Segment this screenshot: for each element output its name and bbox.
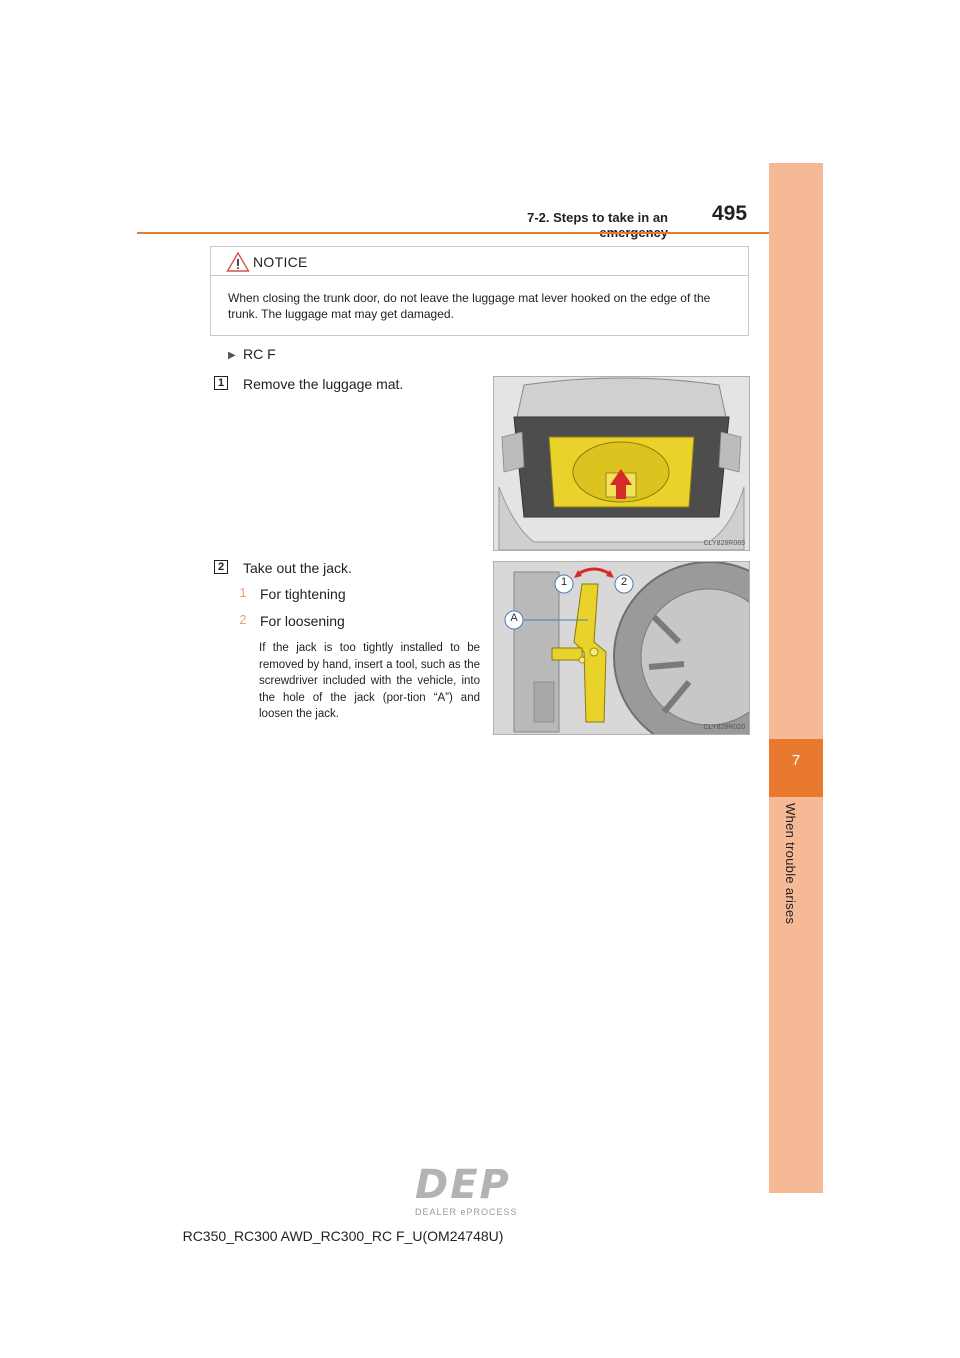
figure-code: CLY828R020 — [703, 724, 745, 731]
list-item: For tightening — [260, 586, 346, 602]
chapter-number: 7 — [791, 752, 801, 769]
step-text: Remove the luggage mat. — [243, 376, 404, 392]
notice-text: When closing the trunk door, do not leav… — [228, 291, 711, 321]
chapter-title: When trouble arises — [783, 803, 798, 925]
figure-label-1: 1 — [560, 576, 568, 588]
notice-divider — [210, 275, 749, 276]
jack-illustration — [494, 562, 749, 734]
notice-heading: NOTICE — [253, 254, 308, 270]
figure-jack: 1 2 A CLY828R020 — [493, 561, 750, 735]
triangle-bullet-icon: ▶ — [228, 350, 236, 361]
step-number-box: 2 — [214, 560, 228, 574]
figure-code: CLY828R069 — [703, 540, 745, 547]
chapter-side-tab — [769, 163, 823, 1193]
list-item: For loosening — [260, 613, 345, 629]
section-label: RC F — [243, 346, 276, 362]
section-title: 7-2. Steps to take in an emergency — [527, 210, 668, 240]
logo-text: DEP — [415, 1162, 511, 1208]
figure-trunk-luggage-mat: CLY828R069 — [493, 376, 750, 551]
circled-marker: 1 — [239, 585, 247, 600]
warning-triangle-icon — [226, 251, 250, 278]
figure-label-2: 2 — [620, 576, 628, 588]
figure-label-a: A — [510, 612, 518, 624]
logo-subtext: DEALER ePROCESS — [415, 1207, 518, 1217]
model-code-footer: RC350_RC300 AWD_RC300_RC F_U(OM24748U) — [182, 1228, 504, 1244]
trunk-illustration — [494, 377, 749, 550]
header-rule — [137, 232, 823, 234]
notice-box — [210, 246, 749, 336]
note-text: If the jack is too tightly installed to … — [259, 642, 480, 720]
step-text: Take out the jack. — [243, 560, 352, 576]
circled-marker: 2 — [239, 612, 247, 627]
page-number: 495 — [712, 202, 748, 225]
dealer-eprocess-logo: DEP DEALER ePROCESS — [415, 1165, 518, 1217]
step-number-box: 1 — [214, 376, 228, 390]
chapter-tab-active[interactable] — [769, 739, 823, 797]
